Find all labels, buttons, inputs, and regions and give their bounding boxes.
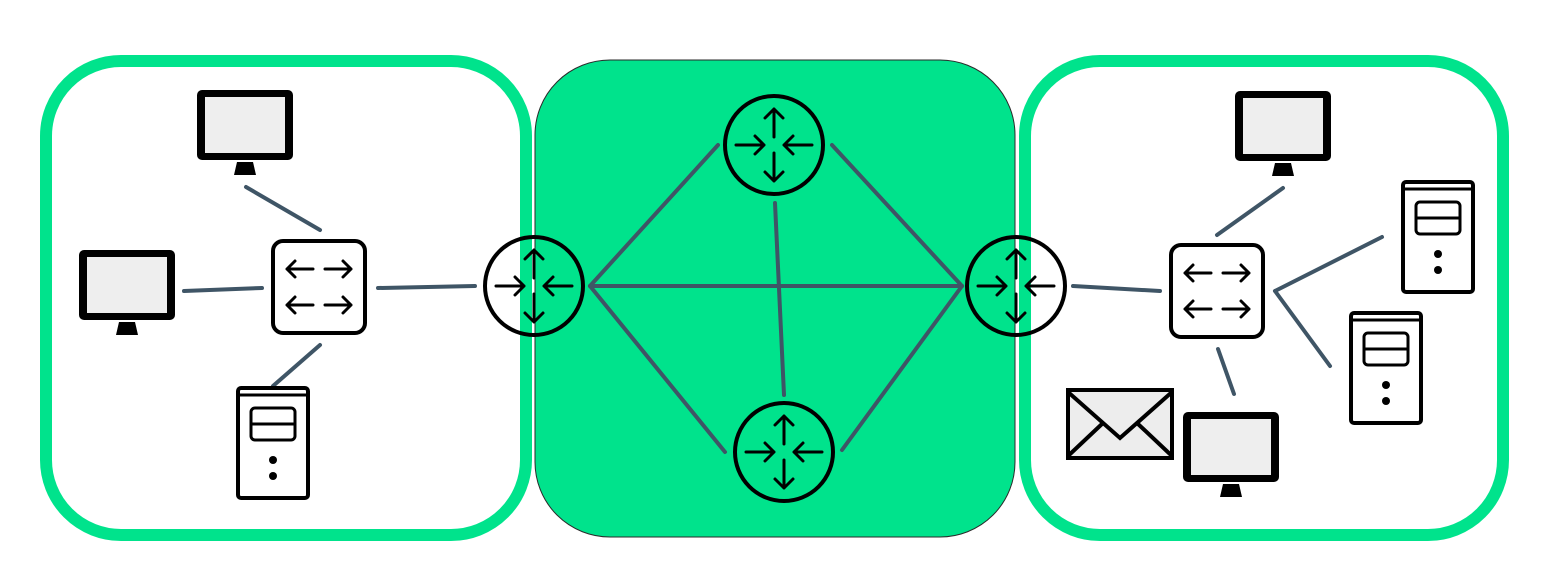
link-switch-edge-router-left: [376, 284, 477, 290]
link-edge-router-switch-right: [1071, 284, 1162, 293]
link-switch-monitor-bottom-right: [1216, 347, 1236, 396]
switch-icon: [1169, 243, 1265, 339]
envelope-icon: [1066, 388, 1174, 460]
link-core-left-top: [588, 143, 720, 288]
server-tower-icon: [236, 386, 310, 500]
link-switch-server-left: [271, 343, 322, 388]
link-core-top-bottom: [773, 201, 786, 397]
server-tower-icon: [1349, 311, 1423, 425]
link-core-top-right: [830, 143, 964, 288]
switch-icon: [271, 239, 367, 335]
link-switch-monitor-top-right: [1215, 186, 1285, 237]
server-tower-icon: [1401, 180, 1475, 294]
link-switch-monitor-left: [182, 286, 264, 293]
link-switch-server-upper-right: [1273, 235, 1384, 293]
router-icon: [965, 235, 1067, 337]
link-core-left-bottom: [588, 284, 727, 454]
link-switch-server-lower-right: [1273, 289, 1332, 368]
router-icon: [483, 235, 585, 337]
link-core-bottom-right: [840, 284, 964, 452]
link-switch-monitor-top-left: [244, 185, 322, 232]
